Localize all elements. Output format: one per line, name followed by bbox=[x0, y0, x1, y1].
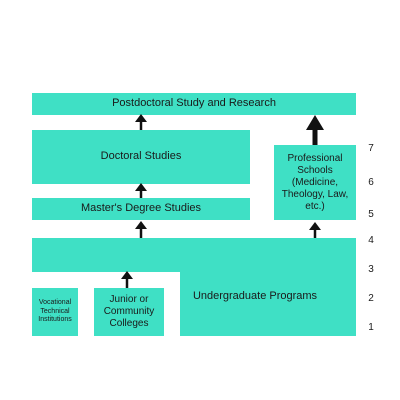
doctoral-label: Doctoral Studies bbox=[100, 150, 182, 163]
level-2: 2 bbox=[368, 293, 374, 304]
arrow-junior-to-undergraduate bbox=[121, 271, 133, 288]
level-3: 3 bbox=[368, 264, 374, 275]
arrow-undergraduate-to-masters bbox=[135, 221, 147, 238]
professional-box bbox=[274, 145, 356, 220]
level-5: 5 bbox=[368, 209, 374, 220]
level-4: 4 bbox=[368, 235, 374, 246]
level-1: 1 bbox=[368, 322, 374, 333]
undergraduate-label: Undergraduate Programs bbox=[192, 290, 318, 303]
masters-box bbox=[32, 198, 250, 220]
vocational-box bbox=[32, 288, 78, 336]
professional-label: Professional Schools (Medicine, Theology… bbox=[281, 152, 349, 212]
arrow-doctoral-to-postdoctoral bbox=[135, 114, 147, 130]
level-7: 7 bbox=[368, 143, 374, 154]
postdoctoral-box bbox=[32, 93, 356, 115]
arrow-professional-to-postdoctoral bbox=[306, 115, 324, 145]
masters-label: Master's Degree Studies bbox=[80, 202, 202, 215]
vocational-label: Vocational Technical Institutions bbox=[38, 299, 72, 324]
arrow-undergraduate-to-professional bbox=[309, 222, 321, 238]
junior-college-box bbox=[94, 288, 164, 336]
postdoctoral-label: Postdoctoral Study and Research bbox=[112, 97, 276, 110]
arrow-masters-to-doctoral bbox=[135, 183, 147, 198]
undergraduate-box-body bbox=[180, 270, 356, 336]
junior-college-label: Junior or Community Colleges bbox=[103, 294, 155, 329]
undergraduate-box bbox=[32, 238, 356, 272]
level-6: 6 bbox=[368, 177, 374, 188]
doctoral-box bbox=[32, 130, 250, 184]
